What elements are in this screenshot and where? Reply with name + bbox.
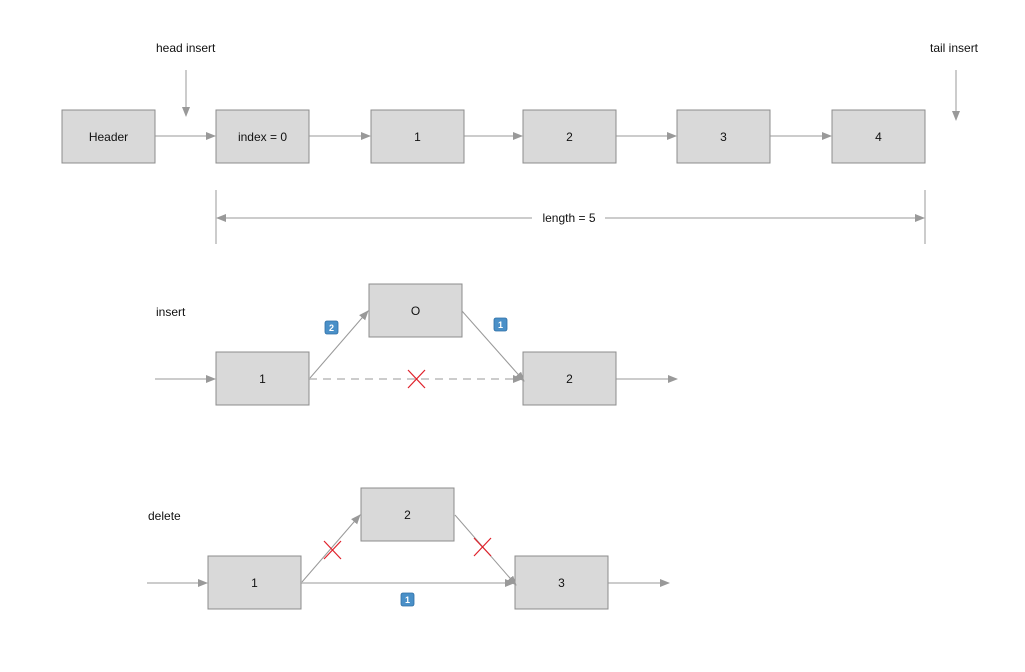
svg-text:1: 1 <box>498 320 503 330</box>
list-node-2: 2 <box>522 109 617 164</box>
insert-broken-link-cross-icon <box>407 369 426 389</box>
svg-text:Header: Header <box>89 130 128 144</box>
list-node-index-0: index = 0 <box>215 109 310 164</box>
svg-text:O: O <box>411 304 420 318</box>
svg-text:1: 1 <box>405 595 410 605</box>
delete-label: delete <box>148 509 181 523</box>
svg-text:2: 2 <box>329 323 334 333</box>
delete-step-one-badge: 1 <box>400 592 415 607</box>
insert-step-one-badge: 1 <box>493 317 508 332</box>
delete-node-prev: 1 <box>207 555 302 610</box>
insert-node-prev: 1 <box>215 351 310 406</box>
svg-text:1: 1 <box>259 372 266 386</box>
list-node-3: 3 <box>676 109 771 164</box>
delete-node-next: 3 <box>514 555 609 610</box>
insert-link-new-to-next <box>461 310 525 382</box>
list-node-1: 1 <box>370 109 465 164</box>
delete-cut-link-cross-icon-right <box>473 537 492 557</box>
svg-text:1: 1 <box>251 576 258 590</box>
insert-link-prev-to-new <box>309 310 369 379</box>
insert-node-new: O <box>368 283 463 338</box>
head-insert-label: head insert <box>156 41 216 55</box>
svg-text:3: 3 <box>558 576 565 590</box>
svg-text:2: 2 <box>404 508 411 522</box>
svg-text:1: 1 <box>414 130 421 144</box>
insert-node-next: 2 <box>522 351 617 406</box>
insert-label: insert <box>156 305 186 319</box>
svg-text:3: 3 <box>720 130 727 144</box>
delete-cut-link-cross-icon-left <box>323 540 342 560</box>
insert-step-two-badge: 2 <box>324 320 339 335</box>
list-node-4: 4 <box>831 109 926 164</box>
svg-text:2: 2 <box>566 372 573 386</box>
svg-text:4: 4 <box>875 130 882 144</box>
tail-insert-label: tail insert <box>930 41 979 55</box>
svg-text:2: 2 <box>566 130 573 144</box>
list-node-header: Header <box>61 109 156 164</box>
svg-text:index = 0: index = 0 <box>238 130 287 144</box>
length-label: length = 5 <box>542 211 595 225</box>
delete-node-removed: 2 <box>360 487 455 542</box>
